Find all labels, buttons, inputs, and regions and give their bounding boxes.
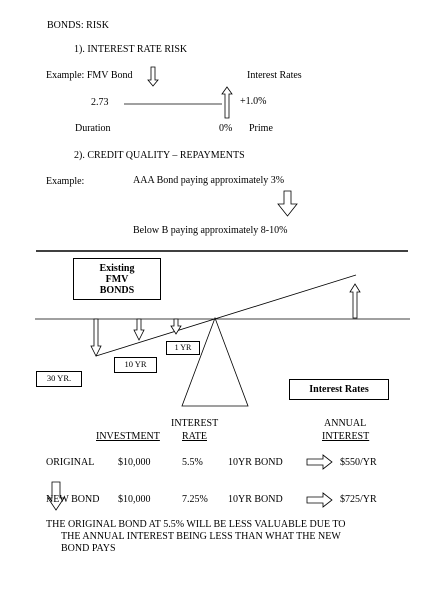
row-original-interest: $550/YR (340, 457, 377, 468)
down-arrow-10yr (133, 318, 145, 341)
existing-line-2: FMV (105, 273, 129, 285)
new-bond-down-arrow (47, 481, 65, 511)
section1-heading: 1). INTEREST RATE RISK (74, 44, 188, 55)
section2-heading: 2). CREDIT QUALITY – REPAYMENTS (74, 150, 245, 161)
fmv-bond-down-arrow (147, 66, 159, 87)
seesaw-beam (95, 274, 357, 357)
down-arrow-30yr (90, 318, 102, 357)
row-new-interest: $725/YR (340, 494, 377, 505)
label-30yr: 30 YR. (36, 371, 82, 387)
prime-label: Prime (249, 123, 273, 134)
interest-rates-label: Interest Rates (247, 70, 302, 81)
row-original-rate: 5.5% (182, 457, 203, 468)
aaa-bond-text: AAA Bond paying approximately 3% (133, 175, 285, 186)
row-original-bond: 10YR BOND (228, 457, 283, 468)
header-annual: ANNUAL (324, 418, 367, 429)
interest-up-arrow (221, 86, 233, 119)
header-rate: RATE (182, 431, 207, 442)
below-b-text: Below B paying approximately 8-10% (133, 225, 288, 236)
conclusion-line-1: THE ORIGINAL BOND AT 5.5% WILL BE LESS V… (46, 519, 346, 530)
conclusion-line-2: THE ANNUAL INTEREST BEING LESS THAN WHAT… (61, 531, 341, 542)
up-arrow-rates (349, 283, 361, 319)
row-new-bond: 10YR BOND (228, 494, 283, 505)
credit-down-arrow (277, 190, 298, 217)
header-interest: INTEREST (171, 418, 219, 429)
row-new-name: NEW BOND (46, 494, 100, 505)
duration-label: Duration (75, 123, 111, 134)
duration-value: 2.73 (91, 97, 109, 108)
down-arrow-1yr (170, 318, 182, 335)
conclusion-line-3: BOND PAYS (61, 543, 116, 554)
row-new-rate: 7.25% (182, 494, 208, 505)
header-annual-interest: INTEREST (322, 431, 370, 442)
fmv-bond-label: Example: FMV Bond (46, 70, 133, 81)
label-1yr: 1 YR (166, 341, 200, 355)
header-investment: INVESTMENT (96, 431, 160, 442)
row-original-investment: $10,000 (118, 457, 151, 468)
row-new-investment: $10,000 (118, 494, 151, 505)
existing-line-1: Existing (99, 262, 135, 274)
fulcrum-triangle (181, 316, 249, 407)
row-arrow-new (306, 492, 333, 508)
zero-percent-label: 0% (219, 123, 233, 134)
row-original-name: ORIGINAL (46, 457, 95, 468)
rate-change-value: +1.0% (240, 96, 267, 107)
label-10yr: 10 YR (114, 357, 157, 373)
existing-fmv-bonds-box: Existing FMV BONDS (73, 258, 161, 300)
row-arrow-original (306, 454, 333, 470)
interest-rates-box: Interest Rates (289, 379, 389, 400)
example-label: Example: (46, 176, 85, 187)
existing-line-3: BONDS (99, 284, 135, 296)
page-title: BONDS: RISK (47, 20, 109, 31)
